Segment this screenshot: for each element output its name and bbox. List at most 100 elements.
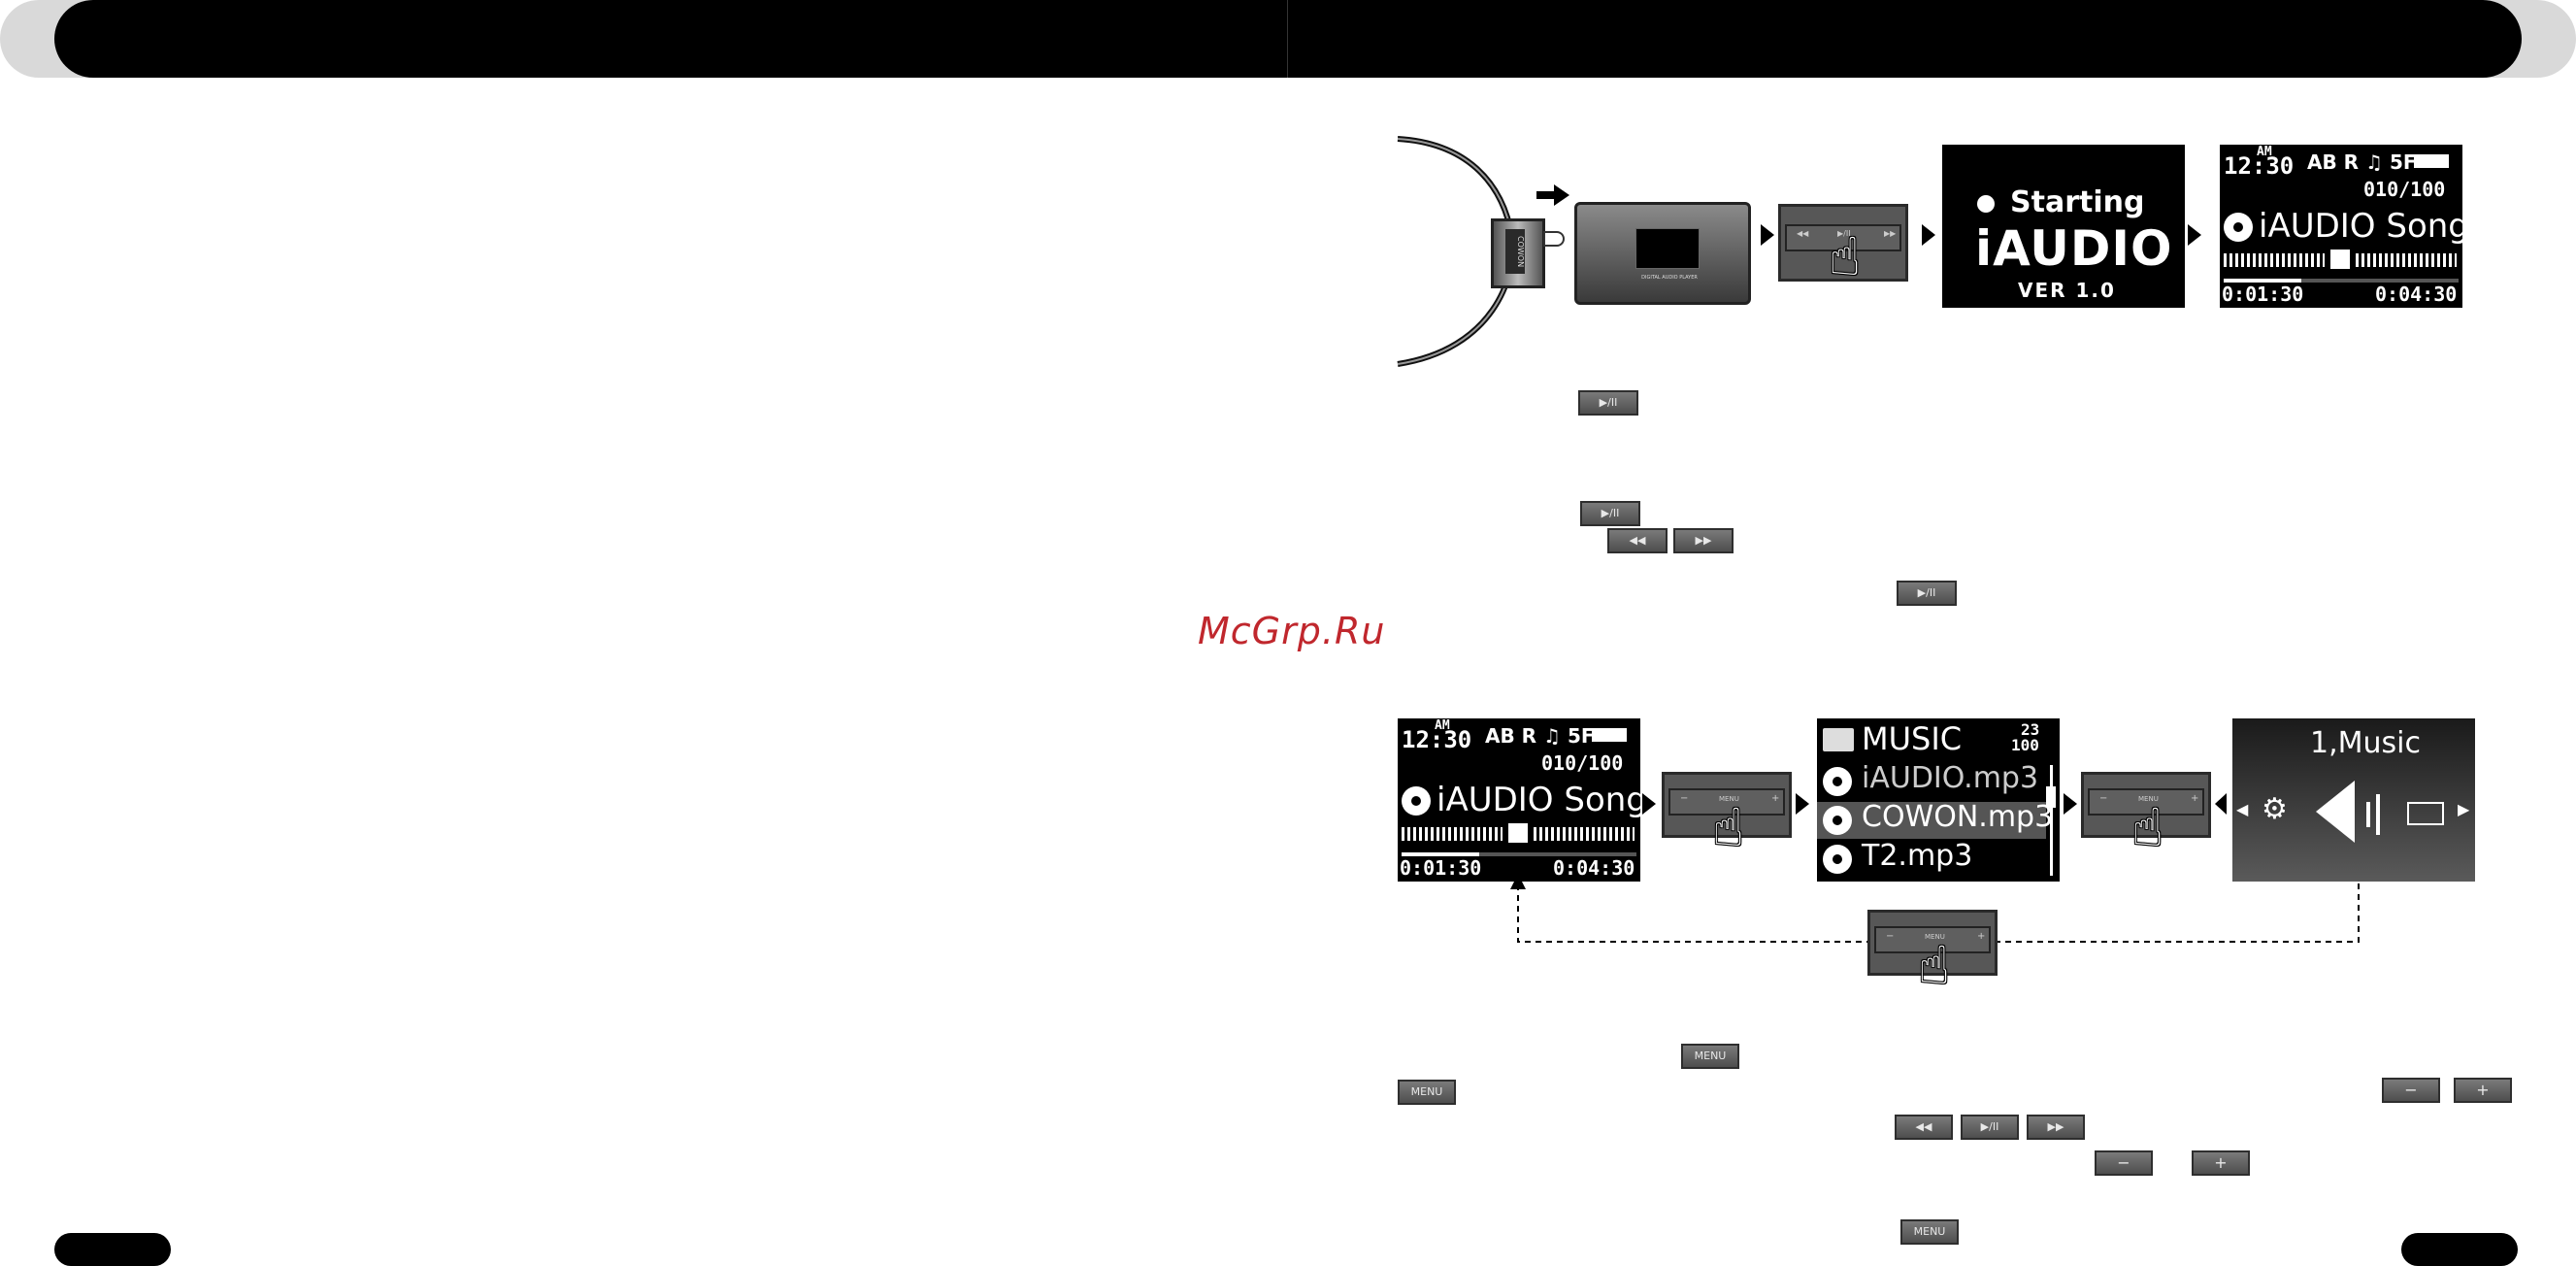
button-strip: ◀◀ ▶/II ▶▶	[1785, 224, 1901, 251]
ff-glyph: ▶▶	[1884, 229, 1897, 238]
button-strip: − MENU +	[2088, 788, 2204, 816]
progress-fill	[1402, 852, 1479, 856]
ff-key: ▶▶	[2027, 1115, 2085, 1140]
left-page-number-tab	[54, 1233, 171, 1266]
count-top: 23	[2021, 720, 2040, 739]
eq-left	[2224, 253, 2325, 267]
boot-screen: Starting iAUDIO VER 1.0	[1942, 145, 2185, 308]
track-count: 010/100	[1541, 751, 1624, 775]
clock: 12:30	[2224, 152, 2295, 180]
play-glyph: ▶/II	[1837, 229, 1851, 238]
play-key: ▶/II	[1580, 501, 1640, 526]
cd-icon	[1823, 806, 1852, 835]
file-item: iAUDIO.mp3	[1862, 761, 2039, 795]
plug-tip	[1543, 231, 1565, 247]
play-state-icon	[1508, 823, 1528, 843]
return-path-dashed	[1510, 874, 2360, 943]
total-time: 0:04:30	[1553, 856, 1635, 880]
elapsed-time: 0:01:30	[2222, 283, 2304, 306]
menu-button-panel: − MENU +	[1662, 772, 1792, 838]
menu-button-panel: − MENU +	[2081, 772, 2211, 838]
rew-key: ◀◀	[1607, 528, 1668, 553]
ampm: AM	[2257, 145, 2272, 159]
progress-track	[1402, 852, 1636, 856]
speaker-icon	[2316, 781, 2355, 843]
cd-icon	[1823, 845, 1852, 874]
folder-icon	[1823, 728, 1854, 751]
play-key: ▶/II	[1961, 1115, 2019, 1140]
flow-arrow	[1642, 793, 1656, 815]
play-state-icon	[2330, 250, 2350, 269]
menu-key: MENU	[1900, 1219, 1959, 1245]
hand-press-icon: ☝	[2131, 797, 2163, 858]
player-device: DIGITAL AUDIO PLAYER	[1574, 202, 1751, 305]
battery-icon	[1592, 728, 1627, 742]
plus-glyph: +	[1977, 931, 1986, 942]
progress-track	[2224, 279, 2459, 283]
progress-fill	[2224, 279, 2301, 283]
play-key: ▶/II	[1578, 390, 1638, 416]
menu-key: MENU	[1398, 1080, 1456, 1105]
file-selection-highlight	[1817, 802, 2046, 839]
scrollbar-thumb	[2046, 786, 2056, 808]
minus-key: −	[2095, 1150, 2153, 1176]
flow-arrow	[1922, 224, 1935, 246]
track-count: 010/100	[2363, 178, 2446, 201]
folder-name: MUSIC	[1862, 720, 1963, 757]
flow-arrow	[1761, 224, 1774, 246]
mode-icons: AB R ♫ 5F	[1485, 724, 1595, 748]
flow-arrow	[1796, 793, 1809, 815]
flow-arrow	[2064, 793, 2077, 815]
plus-key: +	[2192, 1150, 2250, 1176]
clock: 12:30	[1402, 726, 1472, 753]
page-header-bar	[54, 0, 2522, 78]
menu-button-panel-return: − MENU +	[1867, 910, 1998, 976]
menu-left-arrow-icon: ◀	[2236, 800, 2249, 818]
ampm: AM	[1435, 718, 1450, 733]
plus-key: +	[2454, 1078, 2512, 1103]
boot-dot-icon	[1977, 195, 1995, 213]
eq-left	[1402, 827, 1503, 841]
mode-icons: AB R ♫ 5F	[2307, 150, 2417, 174]
cd-icon	[1402, 786, 1431, 816]
menu-glyph: MENU	[1925, 933, 1945, 941]
cd-icon	[2224, 213, 2253, 242]
plus-glyph: +	[2191, 793, 2199, 804]
radio-icon	[2407, 802, 2444, 825]
plus-glyph: +	[1771, 793, 1780, 804]
boot-logo: iAUDIO	[1975, 220, 2173, 277]
settings-gear-icon: ⚙	[2262, 792, 2288, 826]
cd-icon	[1823, 767, 1852, 796]
browser-screen: MUSIC 23 100 iAUDIO.mp3 COWON.mp3 T2.mp3	[1817, 718, 2060, 882]
insert-arrow	[1536, 184, 1569, 206]
button-strip: − MENU +	[1668, 788, 1785, 816]
earphone-plug: COWON	[1491, 218, 1545, 288]
boot-starting-text: Starting	[2010, 185, 2145, 219]
volume-bar-icon	[2376, 794, 2380, 835]
scrollbar	[2050, 765, 2053, 876]
volume-bar-icon	[2366, 802, 2370, 827]
play-screen-top: AM 12:30 AB R ♫ 5F 010/100 iAUDIO Song 0…	[2220, 145, 2462, 308]
hand-press-icon: ☝	[1829, 226, 1861, 287]
count-bottom: 100	[2011, 736, 2039, 754]
rew-glyph: ◀◀	[1797, 229, 1809, 238]
hand-press-icon: ☝	[1918, 935, 1950, 996]
battery-icon	[2414, 154, 2449, 168]
device-screen	[1635, 228, 1700, 269]
page-spread-divider	[1287, 0, 1288, 78]
menu-title: 1,Music	[2310, 726, 2421, 760]
eq-right	[1534, 827, 1635, 841]
menu-key: MENU	[1681, 1044, 1739, 1069]
play-key: ▶/II	[1897, 581, 1957, 606]
menu-right-arrow-icon: ▶	[2458, 800, 2470, 818]
minus-key: −	[2382, 1078, 2440, 1103]
play-screen-bottom: AM 12:30 AB R ♫ 5F 010/100 iAUDIO Song 0…	[1398, 718, 1640, 882]
menu-glyph: MENU	[1719, 795, 1739, 803]
flow-arrow	[2188, 224, 2201, 246]
eq-right	[2356, 253, 2457, 267]
play-button-panel: ◀◀ ▶/II ▶▶	[1778, 204, 1908, 282]
menu-screen: 1,Music ◀ ⚙ ▶	[2232, 718, 2475, 882]
ff-key: ▶▶	[1673, 528, 1734, 553]
watermark: McGrp.Ru	[1198, 610, 1386, 652]
song-title: iAUDIO Song	[1437, 781, 1640, 819]
